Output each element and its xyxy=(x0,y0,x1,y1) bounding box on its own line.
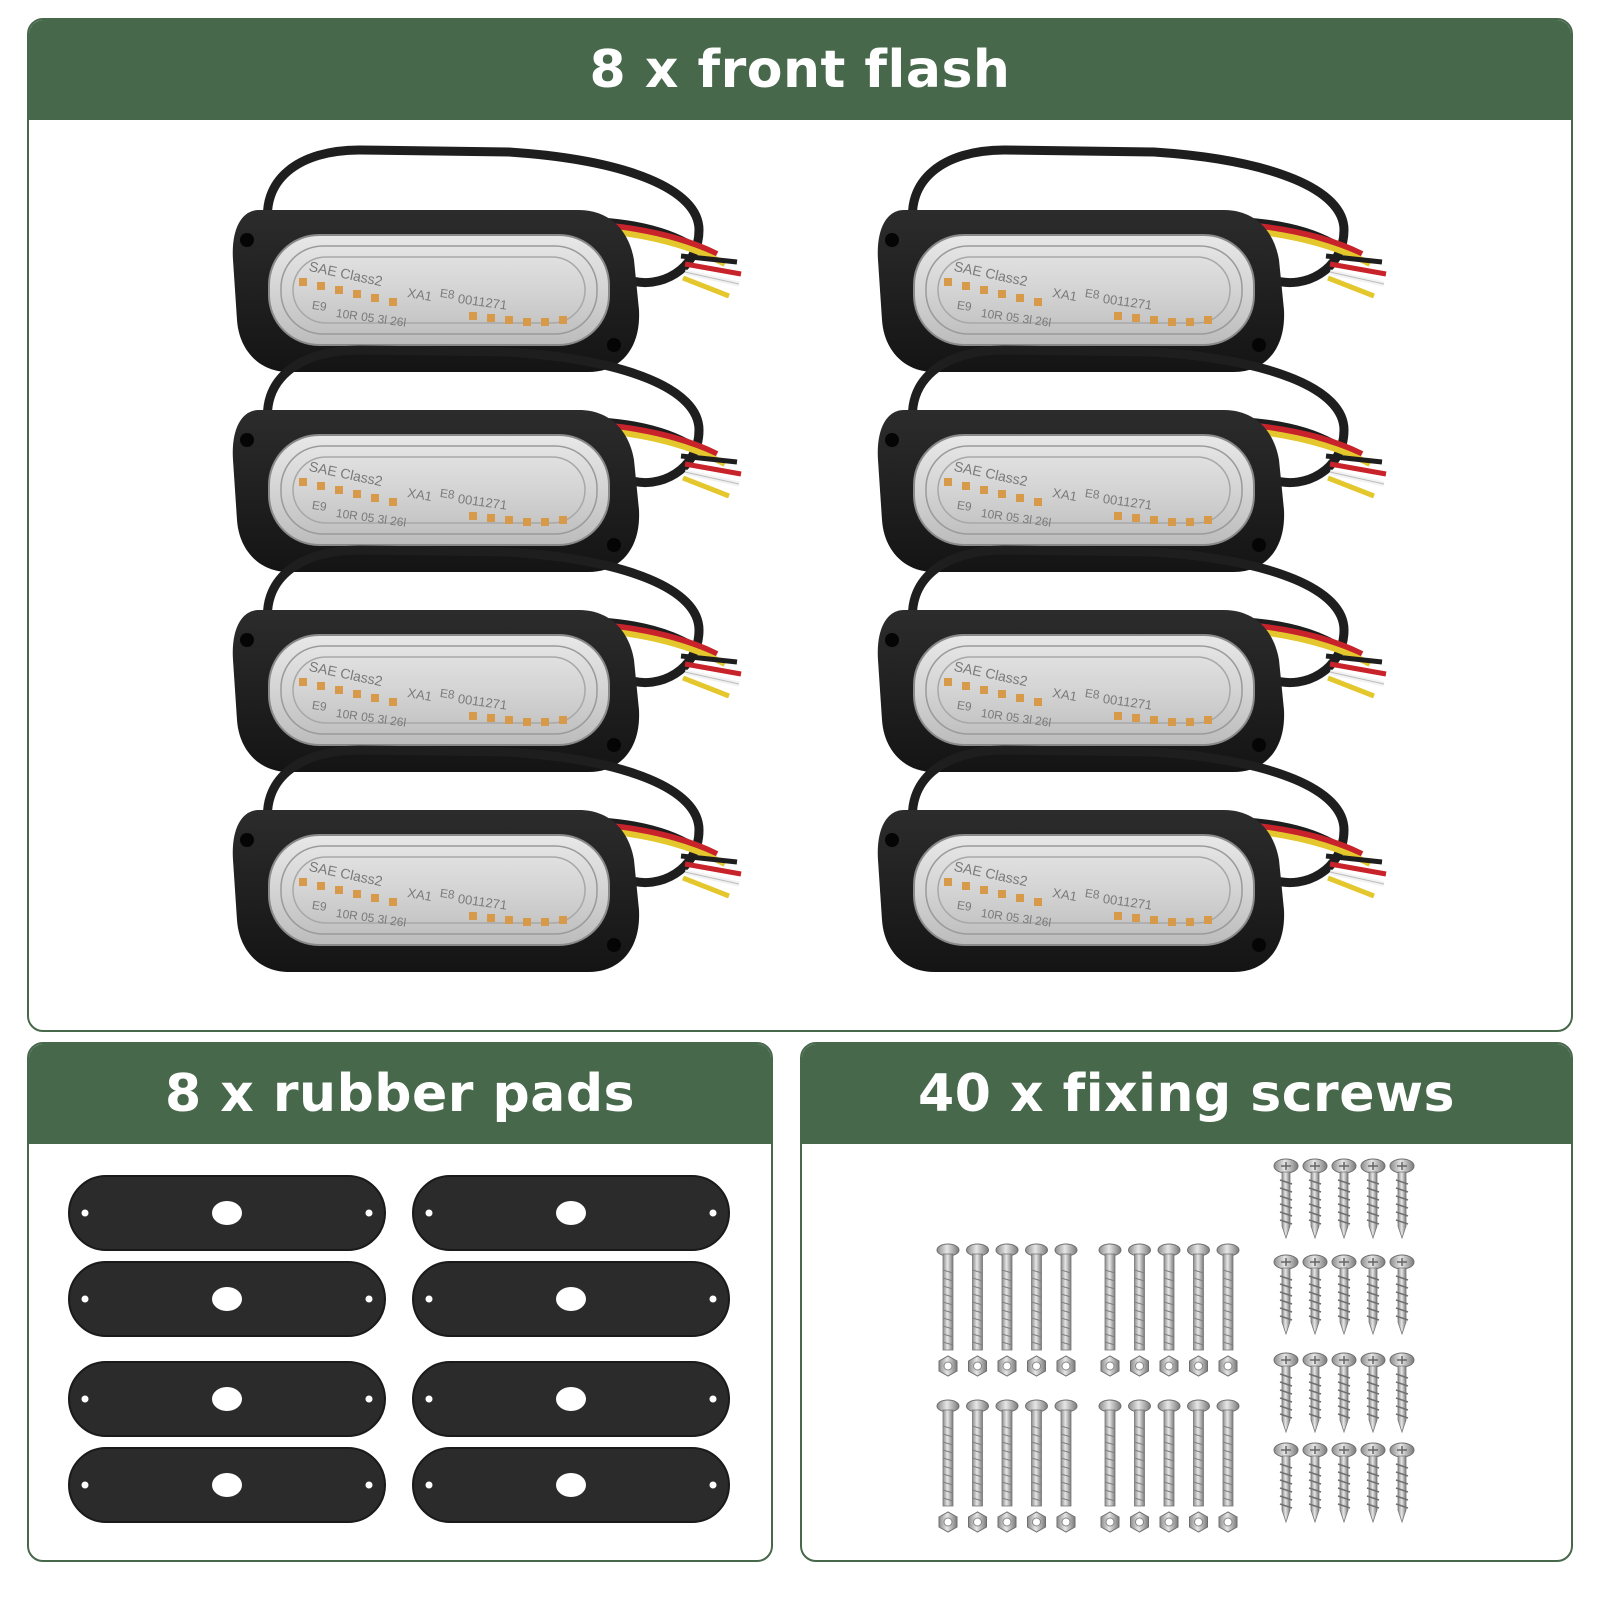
rubber-pad-icon xyxy=(68,1447,386,1523)
rubber-pad-icon xyxy=(412,1175,730,1251)
rubber-pads-panel: 8 x rubber pads xyxy=(27,1042,773,1562)
rubber-pads-title: 8 x rubber pads xyxy=(29,1044,771,1144)
tapping-screw-icon xyxy=(1273,1254,1299,1335)
screw-icon xyxy=(1054,1243,1078,1351)
nut-icon xyxy=(1159,1511,1179,1533)
screw-icon xyxy=(1054,1399,1078,1507)
fixing-screws-body xyxy=(802,1144,1571,1560)
led-strobe-light-icon xyxy=(233,750,741,972)
tapping-screw-icon xyxy=(1360,1442,1386,1523)
screw-icon xyxy=(995,1399,1019,1507)
tapping-screw-icon xyxy=(1389,1158,1415,1239)
tapping-screw-icon xyxy=(1331,1158,1357,1239)
led-strobe-light-icon xyxy=(878,550,1386,772)
tapping-screw-icon xyxy=(1331,1442,1357,1523)
nut-icon xyxy=(968,1511,987,1533)
nut-icon xyxy=(1189,1511,1208,1533)
front-flash-title: 8 x front flash xyxy=(29,20,1571,120)
screw-icon xyxy=(1128,1243,1151,1351)
nut-icon xyxy=(1027,1355,1046,1377)
tapping-screw-icon xyxy=(1273,1352,1299,1433)
screw-icon xyxy=(1025,1399,1048,1507)
nut-icon xyxy=(997,1511,1017,1533)
tapping-screw-icon xyxy=(1273,1158,1299,1239)
front-flash-panel: 8 x front flash xyxy=(27,18,1573,1032)
nut-icon xyxy=(1130,1511,1149,1533)
led-strobe-light-icon xyxy=(878,150,1386,372)
screw-icon xyxy=(1187,1399,1210,1507)
screw-icon xyxy=(1157,1243,1181,1351)
rubber-pad-icon xyxy=(412,1361,730,1437)
led-strobe-light-icon xyxy=(233,150,741,372)
tapping-screw-icon xyxy=(1331,1352,1357,1433)
screw-icon xyxy=(1098,1243,1122,1351)
nut-icon xyxy=(968,1355,987,1377)
screw-icon xyxy=(1216,1399,1240,1507)
tapping-screw-icon xyxy=(1389,1254,1415,1335)
nut-icon xyxy=(1056,1355,1076,1377)
rubber-pad-icon xyxy=(68,1261,386,1337)
led-strobe-light-icon xyxy=(233,550,741,772)
rubber-pad-icon xyxy=(68,1361,386,1437)
screw-icon xyxy=(1187,1243,1210,1351)
tapping-screw-icon xyxy=(1389,1442,1415,1523)
screw-icon xyxy=(995,1243,1019,1351)
tapping-screw-icon xyxy=(1302,1352,1328,1433)
nut-icon xyxy=(938,1511,958,1533)
screws-grid xyxy=(936,1158,1415,1533)
screw-icon xyxy=(1216,1243,1240,1351)
nut-icon xyxy=(1159,1355,1179,1377)
led-strobe-light-icon xyxy=(878,750,1386,972)
screw-icon xyxy=(966,1399,989,1507)
fixing-screws-panel: 40 x fixing screws xyxy=(800,1042,1573,1562)
nut-icon xyxy=(1056,1511,1076,1533)
nut-icon xyxy=(997,1355,1017,1377)
tapping-screw-icon xyxy=(1331,1254,1357,1335)
tapping-screw-icon xyxy=(1360,1158,1386,1239)
rubber-pad-icon xyxy=(68,1175,386,1251)
nut-icon xyxy=(1218,1355,1238,1377)
screw-icon xyxy=(936,1399,960,1507)
nut-icon xyxy=(1027,1511,1046,1533)
screw-icon xyxy=(1157,1399,1181,1507)
nut-icon xyxy=(1189,1355,1208,1377)
screw-icon xyxy=(1025,1243,1048,1351)
pads-grid xyxy=(68,1175,730,1523)
screw-icon xyxy=(966,1243,989,1351)
rubber-pads-body xyxy=(29,1144,771,1560)
tapping-screw-icon xyxy=(1360,1254,1386,1335)
rubber-pad-icon xyxy=(412,1447,730,1523)
tapping-screw-icon xyxy=(1302,1254,1328,1335)
nut-icon xyxy=(1130,1355,1149,1377)
screw-icon xyxy=(936,1243,960,1351)
nut-icon xyxy=(1218,1511,1238,1533)
tapping-screw-icon xyxy=(1273,1442,1299,1523)
led-strobe-light-icon xyxy=(233,350,741,572)
tapping-screw-icon xyxy=(1389,1352,1415,1433)
tapping-screw-icon xyxy=(1302,1158,1328,1239)
fixing-screws-title: 40 x fixing screws xyxy=(802,1044,1571,1144)
nut-icon xyxy=(938,1355,958,1377)
nut-icon xyxy=(1100,1511,1120,1533)
rubber-pad-icon xyxy=(412,1261,730,1337)
screw-icon xyxy=(1098,1399,1122,1507)
tapping-screw-icon xyxy=(1360,1352,1386,1433)
lights-grid xyxy=(29,120,1571,1030)
tapping-screw-icon xyxy=(1302,1442,1328,1523)
nut-icon xyxy=(1100,1355,1120,1377)
led-strobe-light-icon xyxy=(878,350,1386,572)
screw-icon xyxy=(1128,1399,1151,1507)
